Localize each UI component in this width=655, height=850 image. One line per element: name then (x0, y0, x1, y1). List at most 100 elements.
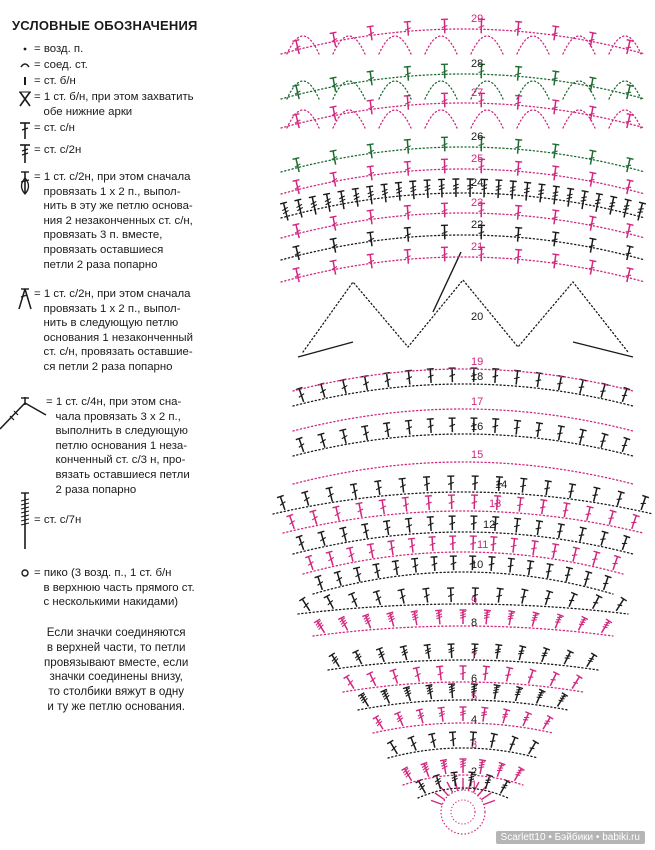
row-29-arch (470, 35, 504, 55)
stitch-mark (478, 758, 487, 775)
stitch-mark (357, 692, 370, 707)
stitch-mark (586, 652, 598, 668)
stitch-mark (608, 195, 618, 215)
stitch-mark (313, 618, 326, 634)
row-21-chain (280, 256, 646, 283)
stitch-mark (447, 494, 455, 510)
sc-both-loops-icon (10, 90, 40, 108)
stitch-mark (329, 215, 338, 231)
legend-text: = ст. с/7н (34, 514, 82, 526)
stitch-mark (351, 187, 360, 207)
stitch-mark (447, 475, 455, 491)
stitch-mark (349, 482, 358, 499)
stitch-mark (492, 418, 500, 433)
stitch-mark (415, 708, 425, 724)
stitch-mark (292, 222, 301, 239)
row-27-arch (424, 109, 458, 129)
stitch-mark (478, 202, 486, 218)
stitch-mark (366, 671, 377, 687)
row-10-chain (312, 571, 614, 595)
row-29-arch (516, 35, 550, 55)
stitch-mark (492, 368, 500, 383)
stitch-mark (469, 555, 477, 571)
stitch-mark (483, 609, 491, 625)
stitch-mark (612, 554, 622, 571)
stitch-mark (403, 138, 411, 154)
stitch-mark (549, 671, 560, 687)
stitch-mark (333, 570, 343, 586)
stitch-mark (366, 99, 375, 115)
row-4-chain (372, 722, 554, 734)
stitch-mark (403, 160, 411, 176)
row-label: 3 (471, 739, 477, 751)
stitch-mark (440, 92, 448, 108)
stitch-mark (509, 180, 517, 200)
stitch-mark (484, 773, 494, 790)
stitch-mark (329, 105, 338, 121)
stitch-mark (292, 266, 301, 283)
stitch-mark (557, 374, 565, 391)
stitch-mark (539, 498, 548, 515)
stitch-mark (616, 490, 625, 506)
stitch-mark (600, 382, 609, 398)
legend-title: УСЛОВНЫЕ ОБОЗНАЧЕНИЯ (12, 18, 198, 33)
stitch-mark (625, 266, 634, 283)
stitch-mark (507, 557, 515, 573)
stitch-mark (382, 421, 391, 438)
stitch-mark (366, 209, 375, 225)
stitch-mark (527, 739, 540, 755)
stitch-mark (594, 192, 603, 212)
stitch-mark (292, 38, 301, 55)
stitch-mark (448, 417, 456, 433)
legend: УСЛОВНЫЕ ОБОЗНАЧЕНИЯ = возд. п. = соед. … (0, 0, 270, 850)
single-crochet-icon (10, 74, 40, 88)
stitch-mark (615, 596, 628, 612)
stitch-mark (585, 505, 594, 521)
stitch-mark (551, 165, 560, 181)
stitch-mark (588, 76, 597, 92)
stitch-mark (337, 615, 349, 631)
row-18-chain (292, 383, 634, 407)
stitch-mark (375, 646, 385, 663)
stitch-mark (366, 542, 375, 559)
row-label: 8 (471, 617, 477, 629)
stitch-mark (292, 244, 301, 261)
stitch-mark (481, 178, 489, 198)
row-20-chain (302, 278, 629, 353)
stitch-mark (407, 537, 416, 553)
stitch-mark (440, 224, 448, 240)
stitch-mark (563, 649, 574, 665)
stitch-mark (389, 668, 399, 684)
stitch-mark (545, 562, 554, 579)
stitch-mark (580, 190, 589, 210)
ring-stitch (480, 792, 492, 801)
stitch-mark (482, 665, 490, 681)
stitch-mark (332, 505, 341, 521)
stitch-mark (478, 18, 486, 34)
base-ring-inner (450, 799, 476, 825)
row-label: 10 (471, 559, 483, 571)
stitch-mark (588, 105, 597, 121)
row-label: 18 (471, 371, 483, 383)
stitch-mark (496, 587, 504, 603)
stitch-mark (625, 244, 634, 261)
stitch-mark (366, 231, 375, 247)
legend-text: = возд. п. (34, 43, 84, 55)
row-1-chain (417, 787, 509, 799)
stitch-mark (309, 509, 318, 525)
stitch-mark (323, 594, 335, 610)
row-label: 6 (471, 673, 477, 685)
stitch-mark (314, 574, 324, 591)
stitch-mark (412, 666, 421, 682)
stitch-mark (568, 482, 577, 499)
stitch-mark (422, 587, 430, 603)
stitch-mark (557, 424, 565, 441)
stitch-mark (317, 432, 326, 448)
stitch-mark (551, 25, 560, 41)
stitch-mark (403, 94, 411, 110)
stitch-mark (556, 692, 569, 707)
stitch-mark (625, 156, 634, 173)
row-28-arch (424, 80, 458, 100)
stitch-mark (403, 20, 411, 36)
stitch-mark (578, 526, 587, 542)
